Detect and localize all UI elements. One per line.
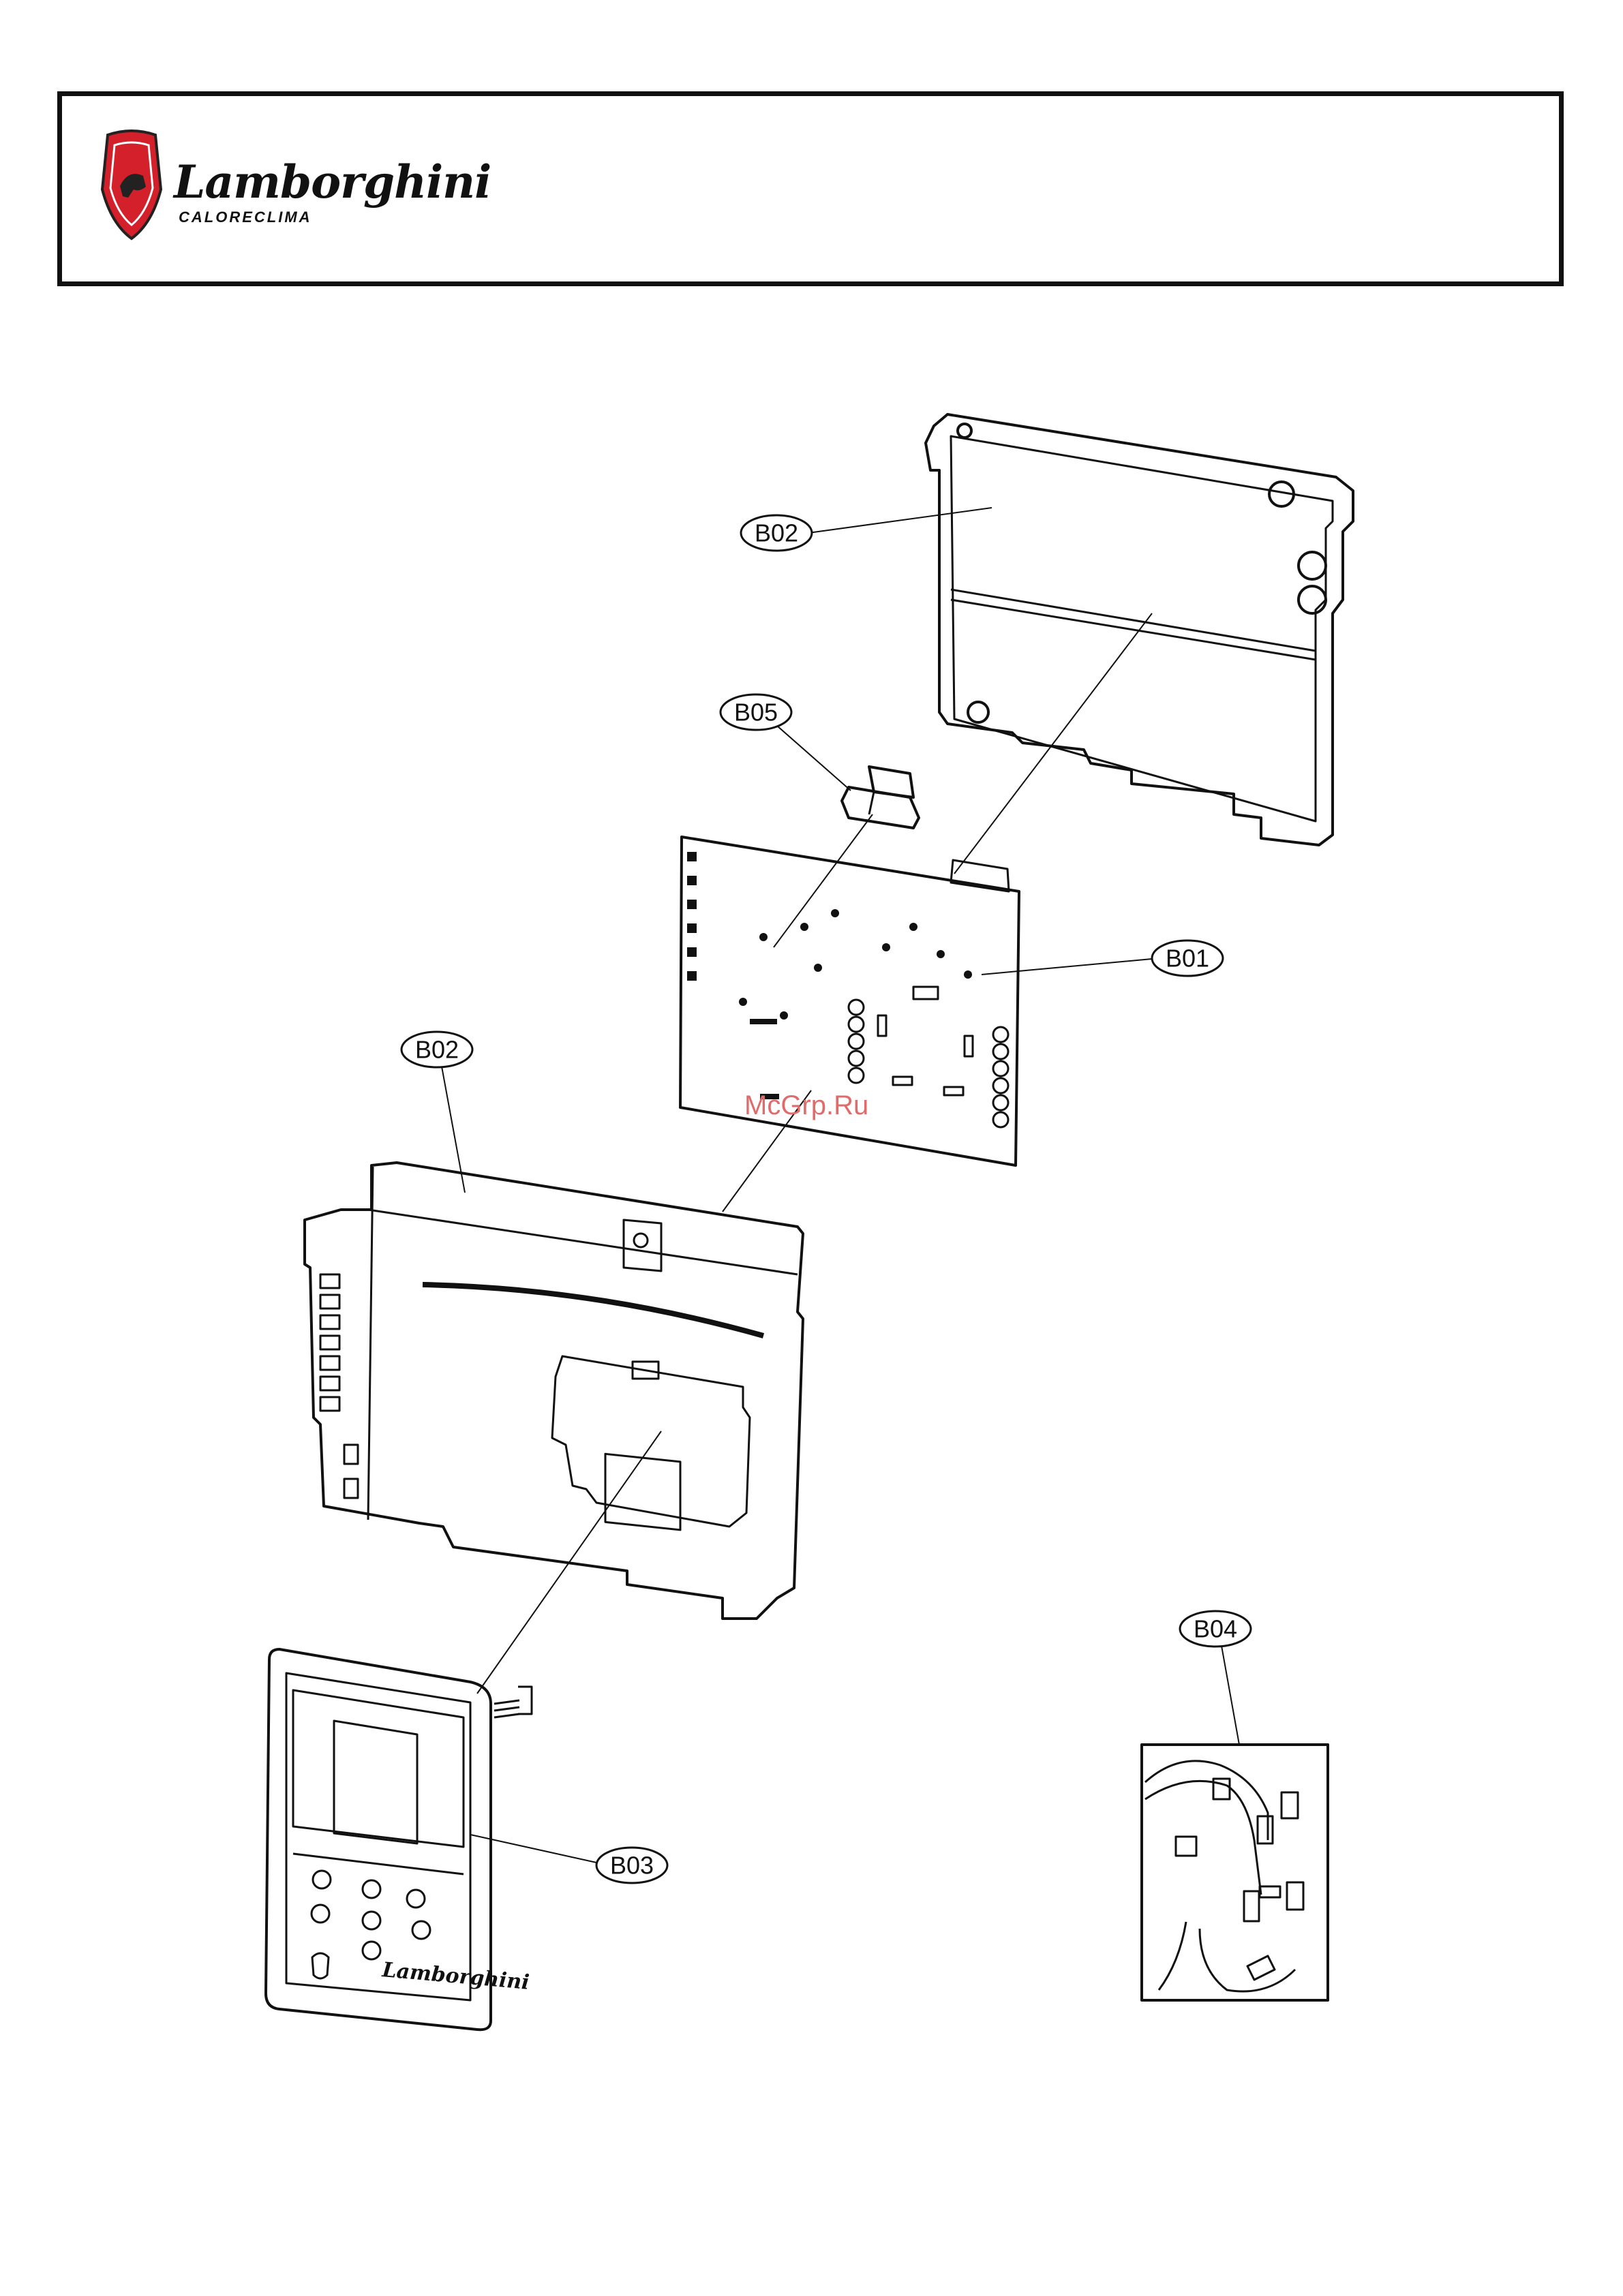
callout-b04: B04 (1180, 1611, 1251, 1745)
part-b02-control-housing (305, 1163, 803, 1619)
svg-text:B02: B02 (415, 1036, 459, 1064)
svg-text:B03: B03 (610, 1852, 654, 1880)
callout-b03: B03 (470, 1835, 667, 1883)
watermark: McGrp.Ru (744, 1090, 868, 1121)
svg-text:B01: B01 (1166, 945, 1209, 973)
part-b04-wiring-harness (1142, 1745, 1328, 2000)
part-b05-relay-board (842, 767, 919, 828)
svg-text:B05: B05 (734, 699, 778, 726)
panel-brand-label: Lamborghini (380, 1958, 530, 1995)
svg-text:B04: B04 (1194, 1615, 1237, 1643)
svg-text:B02: B02 (755, 519, 798, 547)
callout-b02-top: B02 (741, 508, 992, 551)
callout-b05: B05 (721, 694, 851, 791)
leader-lines (477, 613, 1152, 1694)
